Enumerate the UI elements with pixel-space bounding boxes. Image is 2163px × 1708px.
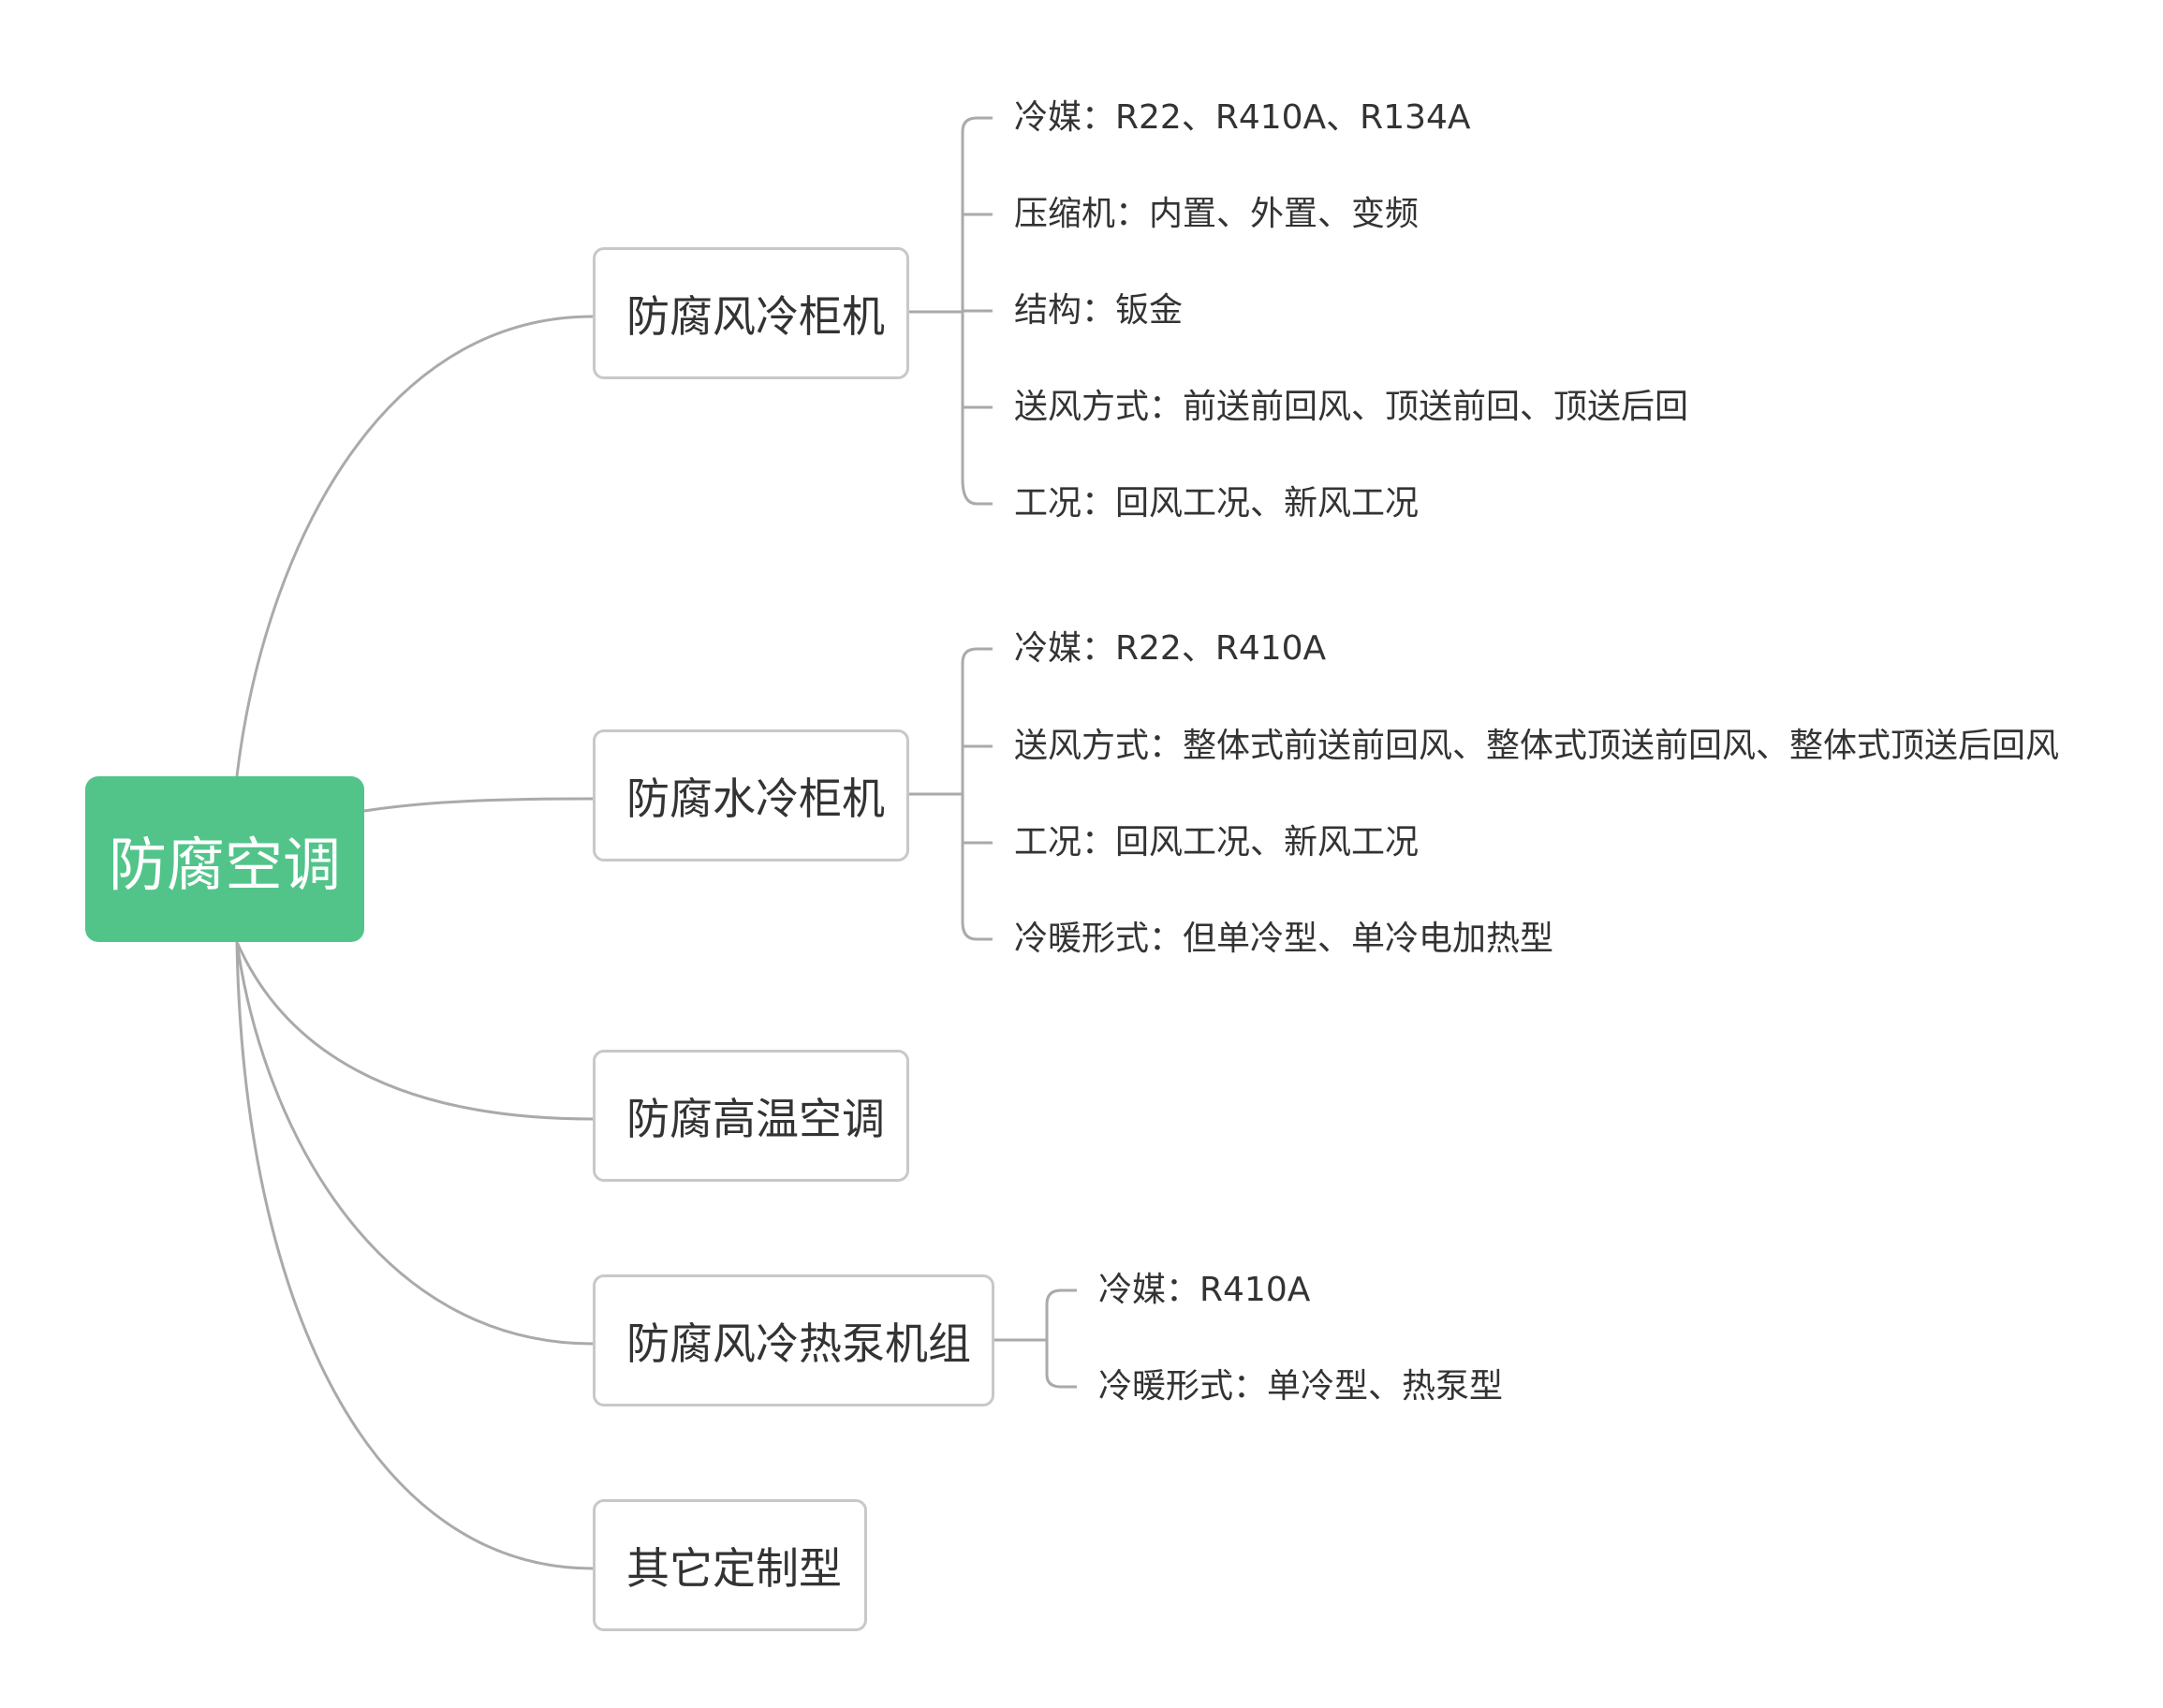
leaf-node[interactable]: 送风方式：整体式前送前回风、整体式顶送前回风、整体式顶送后回风: [1014, 718, 2059, 774]
branch-node[interactable]: 其它定制型: [593, 1499, 867, 1631]
branch-label: 防腐水冷柜机: [626, 773, 885, 824]
leaf-label: 送风方式：整体式前送前回风、整体式顶送前回风、整体式顶送后回风: [1014, 727, 2060, 765]
leaf-label: 冷暖形式：单冷型、热泵型: [1098, 1367, 1504, 1406]
leaf-node[interactable]: 压缩机：内置、外置、变频: [1014, 186, 1419, 243]
branch-label: 防腐风冷热泵机组: [626, 1318, 971, 1369]
leaf-node[interactable]: 工况：回风工况、新风工况: [1014, 476, 1419, 532]
leaf-label: 工况：回风工况、新风工况: [1014, 823, 1420, 861]
leaf-label: 冷媒：R22、R410A、R134A: [1014, 98, 1471, 137]
leaf-node[interactable]: 冷暖形式：但单冷型、单冷电加热型: [1014, 911, 1553, 967]
root-label: 防腐空调: [108, 830, 341, 899]
leaf-node[interactable]: 送风方式：前送前回风、顶送前回、顶送后回: [1014, 379, 1688, 435]
leaf-node[interactable]: 冷媒：R22、R410A: [1014, 621, 1326, 677]
leaf-node[interactable]: 冷媒：R22、R410A、R134A: [1014, 90, 1471, 146]
leaf-label: 冷暖形式：但单冷型、单冷电加热型: [1014, 920, 1554, 958]
leaf-label: 冷媒：R22、R410A: [1014, 629, 1327, 668]
leaf-label: 工况：回风工况、新风工况: [1014, 484, 1420, 523]
branch-node[interactable]: 防腐风冷柜机: [593, 247, 909, 379]
branch-label: 防腐高温空调: [626, 1093, 885, 1144]
leaf-label: 压缩机：内置、外置、变频: [1014, 195, 1420, 233]
leaf-node[interactable]: 冷暖形式：单冷型、热泵型: [1098, 1359, 1503, 1415]
leaf-node[interactable]: 结构：钣金: [1014, 283, 1183, 339]
branch-node[interactable]: 防腐水冷柜机: [593, 729, 909, 861]
leaf-node[interactable]: 冷媒：R410A: [1098, 1262, 1310, 1318]
leaf-label: 冷媒：R410A: [1098, 1271, 1311, 1309]
root-node[interactable]: 防腐空调: [85, 776, 364, 942]
leaf-label: 送风方式：前送前回风、顶送前回、顶送后回: [1014, 388, 1689, 426]
leaf-node[interactable]: 工况：回风工况、新风工况: [1014, 815, 1419, 871]
leaf-label: 结构：钣金: [1014, 291, 1184, 330]
branch-label: 其它定制型: [626, 1542, 842, 1594]
branch-node[interactable]: 防腐高温空调: [593, 1050, 909, 1182]
branch-node[interactable]: 防腐风冷热泵机组: [593, 1274, 994, 1406]
branch-label: 防腐风冷柜机: [626, 290, 885, 342]
